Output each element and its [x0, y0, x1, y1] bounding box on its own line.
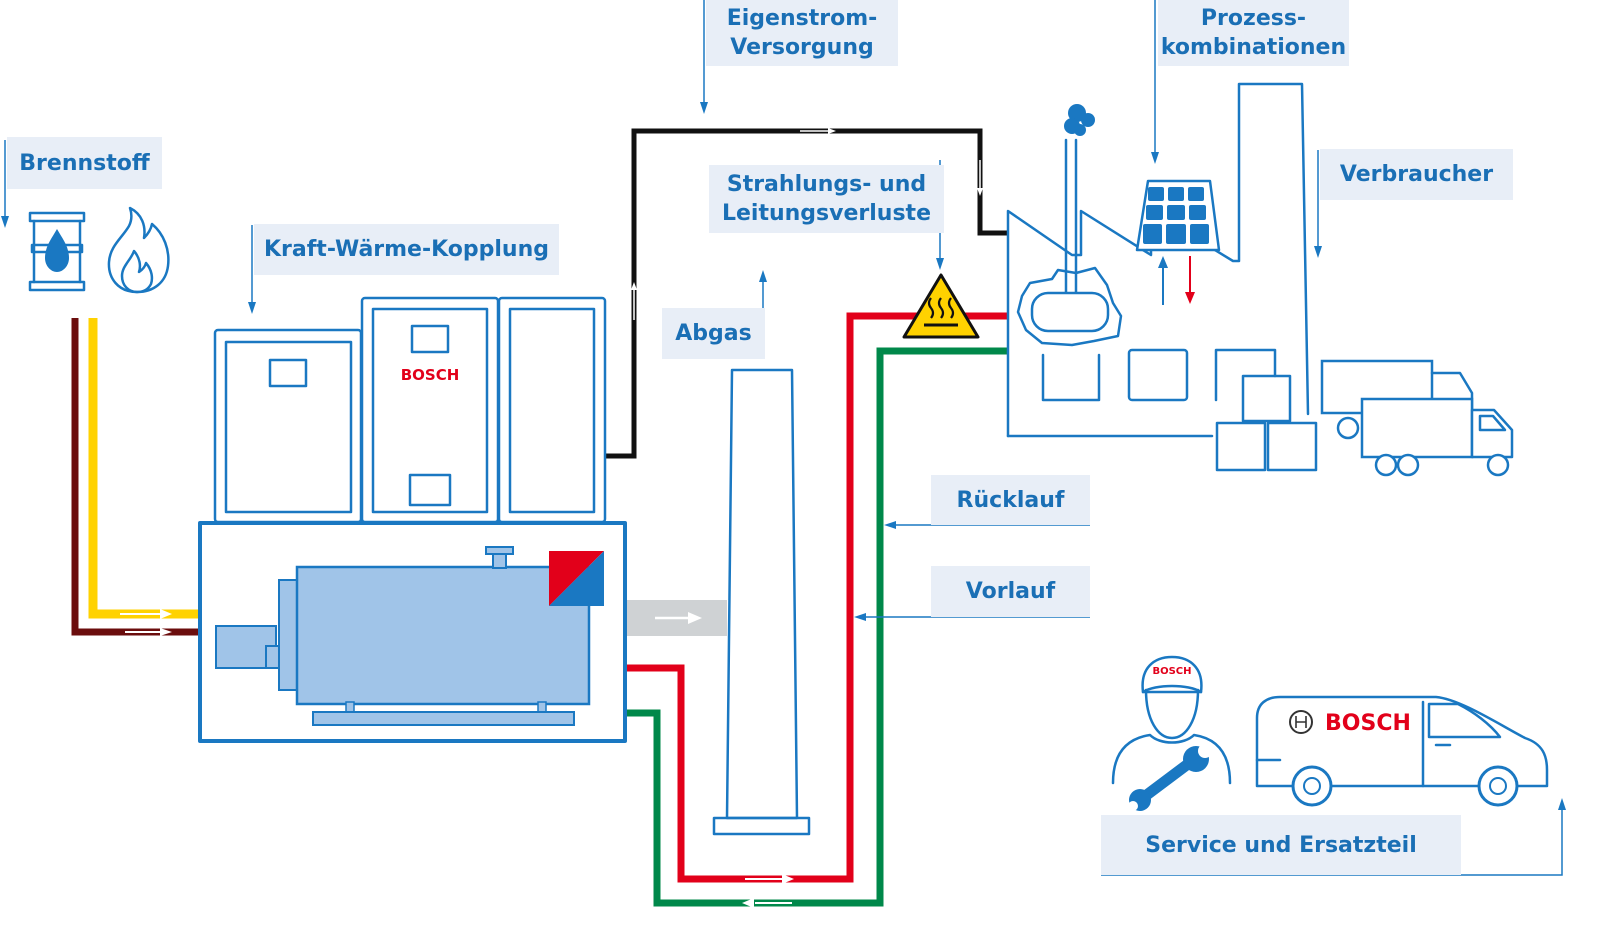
label-service-ersatzteil: Service und Ersatzteil — [1101, 815, 1461, 875]
chimney — [712, 368, 811, 836]
label-prozesskombinationen: Prozess- kombinationen — [1158, 0, 1349, 66]
heating-loops — [627, 312, 1007, 908]
warning-heat-icon — [902, 273, 980, 339]
label-ruecklauf: Rücklauf — [931, 475, 1090, 525]
label-eigenstrom-versorgung: Eigenstrom- Versorgung — [706, 0, 898, 66]
label-abgas: Abgas — [662, 308, 765, 359]
exhaust-duct — [627, 600, 727, 636]
solar-panel-icon — [1135, 179, 1221, 252]
wrench-icon — [1128, 744, 1212, 811]
cap-brand-logo: BOSCH — [1152, 666, 1191, 677]
smoke-cloud-icon — [1064, 104, 1095, 136]
bosch-armature-icon — [1289, 710, 1313, 734]
label-verbraucher: Verbraucher — [1320, 149, 1513, 200]
delivery-truck-icon — [1320, 359, 1514, 477]
oil-barrel-icon — [28, 211, 86, 292]
service-technician-icon — [1111, 655, 1232, 785]
service-van-icon — [1255, 695, 1549, 807]
chp-unit — [198, 296, 627, 743]
fuel-lines — [71, 318, 200, 636]
chp-brand-logo: BOSCH — [401, 366, 460, 384]
label-kraft-waerme-kopplung: Kraft-Wärme-Kopplung — [254, 224, 559, 275]
label-brennstoff: Brennstoff — [7, 137, 162, 189]
label-vorlauf: Vorlauf — [931, 566, 1090, 617]
label-strahlungs-leitungsverluste: Strahlungs- und Leitungsverluste — [709, 165, 944, 233]
power-line — [606, 128, 1007, 459]
gas-flame-icon — [107, 206, 170, 294]
van-brand-logo: BOSCH — [1325, 711, 1411, 736]
